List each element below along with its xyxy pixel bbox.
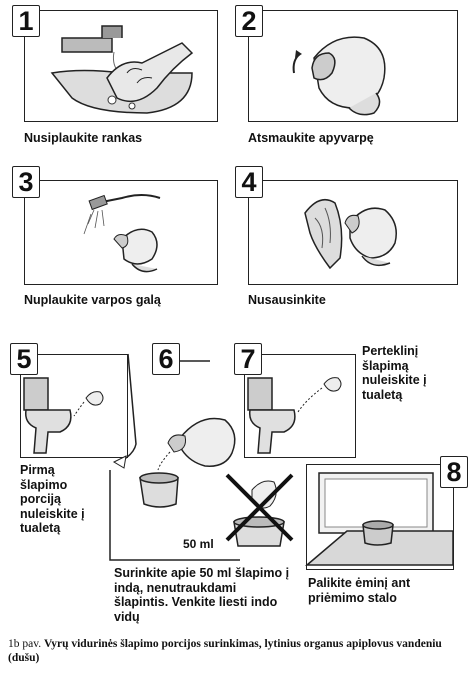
step-6-number: 6 [152, 343, 180, 375]
step-1-number: 1 [12, 5, 40, 37]
toilet-icon [23, 377, 104, 454]
handwashing-illustration [50, 25, 194, 114]
step-7-number: 7 [234, 343, 262, 375]
step-4-label: Nusausinkite [248, 293, 326, 307]
step-3-label: Nuplaukite varpos galą [24, 293, 161, 307]
step-3-number: 3 [12, 166, 40, 198]
figure-caption-prefix: 1b pav. [8, 638, 42, 650]
shower-rinse-illustration [83, 194, 161, 273]
volume-label: 50 ml [183, 537, 214, 551]
foreskin-retraction-illustration [292, 36, 386, 116]
figure-caption-text: Vyrų vidurinės šlapimo porcijos surinkim… [8, 638, 442, 664]
step-1-label: Nusiplaukite rankas [24, 131, 143, 145]
step-5-label: Pirmą šlapimo porciją nuleiskite į tuale… [20, 463, 85, 535]
step-8-number: 8 [440, 456, 468, 488]
step-7-label: Perteklinį šlapimą nuleiskite į tualetą [362, 344, 427, 402]
step-4-number: 4 [235, 166, 263, 198]
toilet-icon [247, 377, 342, 454]
step-2-label: Atsmaukite apyvarpę [248, 131, 374, 145]
step-2-number: 2 [235, 5, 263, 37]
step-5-to-6-arrow-icon [112, 353, 137, 469]
urine-collection-illustration [139, 417, 236, 508]
step-5-number: 5 [10, 343, 38, 375]
step-6-label: Surinkite apie 50 ml šlapimo į indą, nen… [114, 566, 290, 624]
figure-caption: 1b pav. Vyrų vidurinės šlapimo porcijos … [8, 637, 468, 665]
drying-towel-illustration [304, 198, 397, 270]
do-not-touch-container-icon [225, 473, 294, 547]
step-8-label: Palikite ėminį ant priėmimo stalo [308, 576, 411, 605]
reception-desk-illustration [304, 472, 454, 566]
